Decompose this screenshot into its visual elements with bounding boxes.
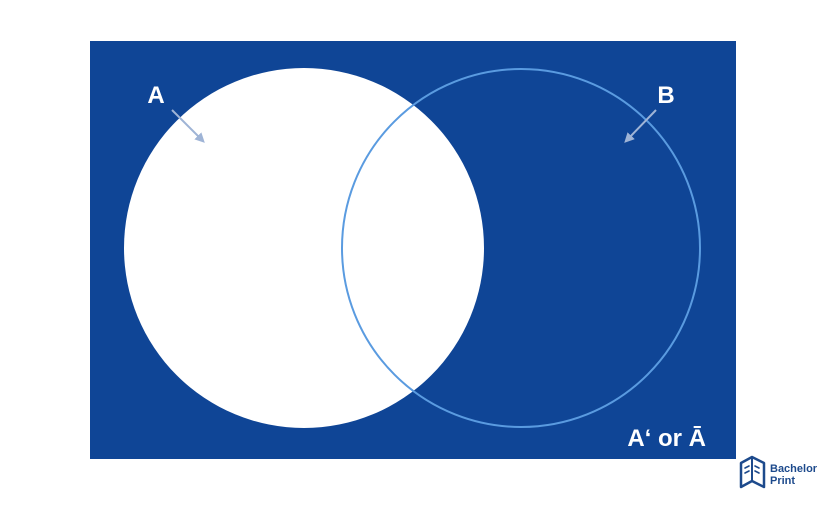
set-b-circle <box>341 68 701 428</box>
arrow-a <box>171 109 205 143</box>
brand-line-2: Print <box>770 475 795 487</box>
book-icon <box>739 455 766 489</box>
brand-line-1: Bachelor <box>770 463 818 475</box>
arrow-b <box>624 109 657 143</box>
complement-label: A‘ or Ā <box>627 425 706 452</box>
brand-logo: Bachelor Print <box>739 455 818 489</box>
label-b: B <box>657 82 674 109</box>
set-a-circle <box>124 68 484 428</box>
label-a: A <box>147 82 164 109</box>
